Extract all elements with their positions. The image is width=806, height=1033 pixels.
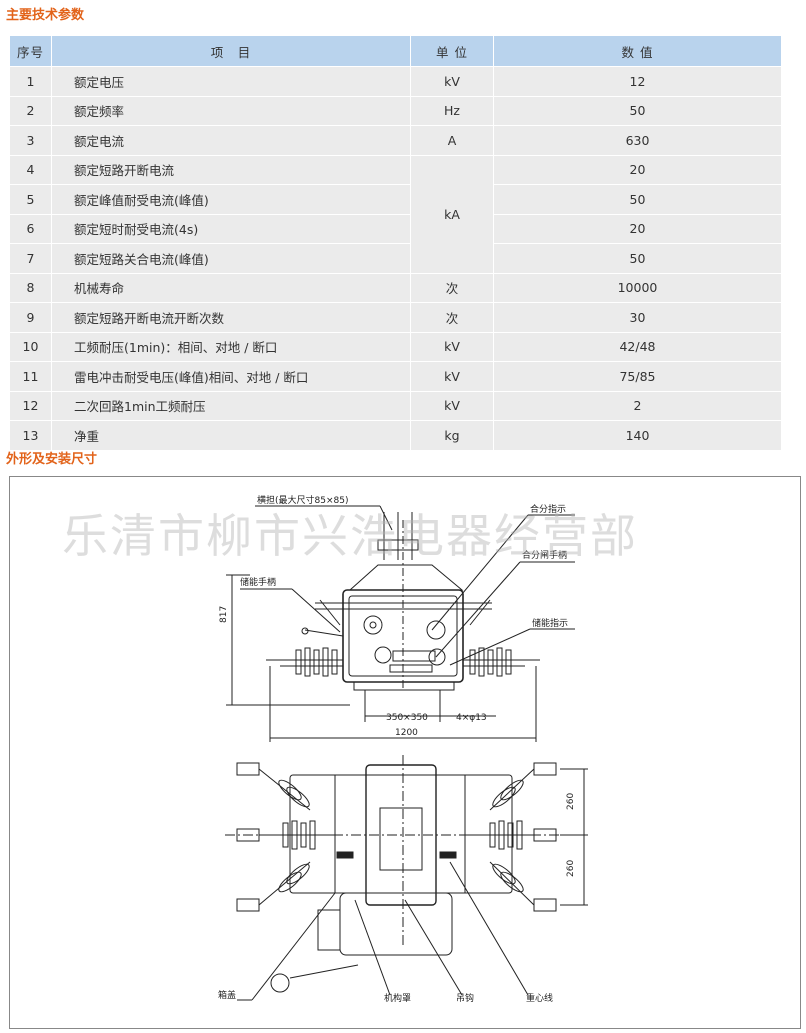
cell-unit: kV	[410, 390, 494, 421]
cell-unit: A	[410, 125, 494, 156]
cell-item: 额定短路开断电流开断次数	[51, 302, 411, 333]
header-item: 项 目	[51, 35, 411, 67]
cell-no: 7	[9, 243, 52, 274]
cell-item: 净重	[51, 420, 411, 451]
cell-no: 1	[9, 66, 52, 97]
cell-item: 额定频率	[51, 95, 411, 126]
cell-item: 二次回路1min工频耐压	[51, 390, 411, 421]
dim-width: 1200	[395, 728, 418, 738]
cell-unit: kA	[410, 154, 494, 274]
cell-value: 140	[493, 420, 782, 451]
dim-height: 817	[219, 606, 229, 623]
cell-unit: 次	[410, 272, 494, 303]
cell-no: 2	[9, 95, 52, 126]
cell-item: 机械寿命	[51, 272, 411, 303]
cell-unit: 次	[410, 302, 494, 333]
top-view	[225, 755, 588, 1001]
cell-no: 6	[9, 213, 52, 244]
header-value: 数 值	[493, 35, 782, 67]
cell-no: 9	[9, 302, 52, 333]
cell-unit: kV	[410, 66, 494, 97]
cell-value: 630	[493, 125, 782, 156]
cell-value: 2	[493, 390, 782, 421]
cell-value: 12	[493, 66, 782, 97]
cell-no: 8	[9, 272, 52, 303]
top-right-sheds	[489, 779, 524, 893]
cell-item: 额定短路开断电流	[51, 154, 411, 185]
section-title-dimensions: 外形及安装尺寸	[6, 452, 98, 467]
dim-holes: 4×φ13	[456, 713, 487, 723]
cell-value: 10000	[493, 272, 782, 303]
spec-table-header: 序号 项 目 单 位 数 值	[9, 35, 782, 67]
label-box-cover: 箱盖	[218, 989, 236, 1001]
dim-mount: 350×350	[386, 713, 428, 723]
cell-value: 30	[493, 302, 782, 333]
label-terminal: 横担(最大尺寸85×85)	[257, 494, 348, 506]
cell-unit: kg	[410, 420, 494, 451]
cell-unit: kV	[410, 361, 494, 392]
cell-value: 50	[493, 95, 782, 126]
dim-spacing-upper: 260	[566, 793, 576, 810]
label-energy-indicator: 储能指示	[532, 617, 568, 629]
left-insulator-sheds	[295, 647, 338, 677]
cell-item: 工频耐压(1min)：相间、对地 / 断口	[51, 331, 411, 362]
label-lifting-lug: 吊钩	[456, 992, 474, 1004]
cell-item: 额定电流	[51, 125, 411, 156]
label-center-line: 重心线	[526, 992, 553, 1004]
label-energy-handle: 储能手柄	[240, 576, 276, 588]
cell-no: 5	[9, 184, 52, 215]
label-mechanism-cover: 机构罩	[384, 992, 411, 1004]
cell-item: 额定短路关合电流(峰值)	[51, 243, 411, 274]
front-view	[266, 512, 540, 722]
dim-spacing-lower: 260	[566, 860, 576, 877]
cell-item: 额定电压	[51, 66, 411, 97]
cell-no: 13	[9, 420, 52, 451]
cell-no: 3	[9, 125, 52, 156]
cell-unit: Hz	[410, 95, 494, 126]
top-left-sheds	[278, 779, 316, 893]
cell-item: 额定短时耐受电流(4s)	[51, 213, 411, 244]
header-unit: 单 位	[410, 35, 494, 67]
cell-no: 12	[9, 390, 52, 421]
right-insulator-sheds	[469, 647, 512, 677]
cell-item: 雷电冲击耐受电压(峰值)相间、对地 / 断口	[51, 361, 411, 392]
cell-value: 20	[493, 213, 782, 244]
cell-value: 20	[493, 154, 782, 185]
drawing-frame	[9, 476, 801, 1029]
cell-no: 10	[9, 331, 52, 362]
cell-value: 50	[493, 184, 782, 215]
section-title-specs: 主要技术参数	[6, 8, 85, 23]
cell-value: 42/48	[493, 331, 782, 362]
watermark: 乐清市柳市兴浩电器经营部	[62, 509, 638, 563]
label-open-close-handle: 合分闸手柄	[522, 549, 567, 561]
cell-value: 75/85	[493, 361, 782, 392]
cell-no: 4	[9, 154, 52, 185]
label-open-close-indicator: 合分指示	[530, 503, 566, 515]
